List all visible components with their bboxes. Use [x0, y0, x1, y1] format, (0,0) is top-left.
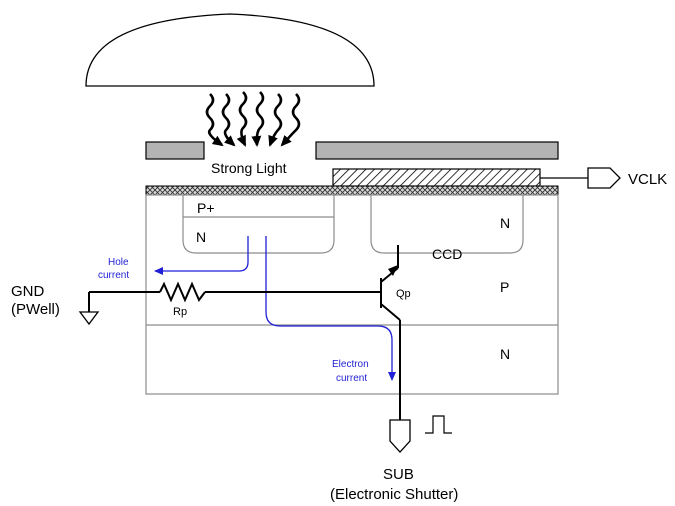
qp-label: Qp: [396, 288, 411, 300]
ccd-n-label: N: [500, 215, 510, 231]
pulse-symbol-icon: [425, 415, 452, 434]
vclk-label: VCLK: [628, 171, 667, 188]
sub-terminal: [389, 419, 411, 453]
electron-current-label-line1: Electron: [332, 359, 369, 370]
hole-current-label-line1: Hole: [108, 257, 129, 268]
strong-light-label: Strong Light: [211, 160, 287, 176]
hole-current-label-line2: current: [98, 270, 129, 281]
photodiode-n-region: [182, 195, 335, 254]
electron-current-label-line2: current: [336, 373, 367, 384]
hole-current-arrow: [154, 236, 249, 275]
photodiode-n-label: N: [196, 229, 206, 245]
oxide-layer: [145, 185, 559, 196]
ground-wire: [88, 281, 381, 312]
pwell-label: (PWell): [11, 301, 60, 318]
rp-label: Rp: [173, 306, 187, 318]
electron-current-arrow: [265, 236, 396, 381]
vclk-terminal: [587, 167, 621, 189]
ground-symbol: [78, 311, 100, 326]
electronic-shutter-label: (Electronic Shutter): [330, 486, 458, 503]
silicon-body: [145, 194, 559, 395]
p-well-label: P: [500, 279, 509, 295]
gnd-label: GND: [11, 283, 45, 300]
p-plus-label: P+: [197, 200, 215, 216]
qp-emitter-arrow: [388, 265, 398, 276]
ccd-gate-electrode: [332, 168, 541, 187]
ccd-n-region: [370, 195, 524, 254]
light-shield-right: [315, 141, 559, 160]
lens: [85, 13, 375, 87]
n-substrate-label: N: [500, 346, 510, 362]
light-shield-left: [145, 141, 205, 160]
ccd-label: CCD: [432, 246, 462, 262]
sub-label: SUB: [383, 466, 414, 483]
light-rays: [205, 91, 301, 147]
